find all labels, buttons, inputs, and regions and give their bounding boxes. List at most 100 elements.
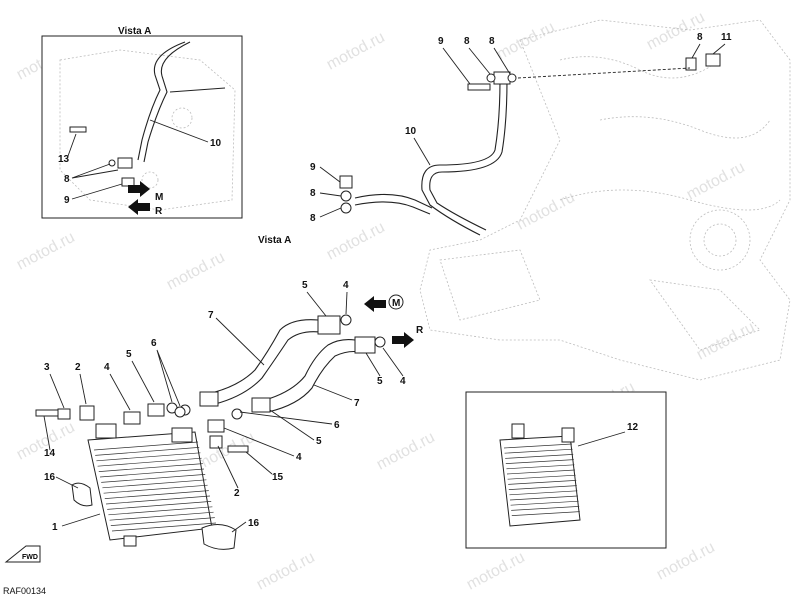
cooler-body [499, 435, 581, 527]
forward-direction-badge: FWD [4, 545, 41, 563]
washer [486, 73, 496, 83]
cooler-fin [105, 495, 211, 505]
oil-hoses: M R 7 7 5 4 5 4 [179, 280, 424, 420]
cooler-fin [511, 506, 580, 511]
flow-arrow-r-icon [392, 332, 414, 348]
hose-fitting [199, 391, 219, 407]
callout-7: 7 [208, 310, 214, 321]
oil-cooler: 3 2 4 5 6 6 5 4 14 15 2 16 16 1 [35, 338, 340, 550]
cooler-fin [109, 511, 214, 521]
washer [685, 57, 697, 71]
rubber-grommet [201, 524, 237, 550]
hose-fitting [317, 315, 341, 335]
flow-indicator-m [388, 294, 404, 310]
fwd-label: FWD [22, 554, 38, 561]
cooler-fin [511, 511, 580, 516]
flow-arrow-r-icon [128, 199, 150, 215]
cooler-fin [506, 464, 575, 470]
callout-4: 4 [400, 376, 406, 387]
drawing-code: RAF00134 [3, 586, 46, 596]
cooler-fin [111, 522, 217, 532]
mount-bracket [171, 427, 193, 443]
cooler-fin [103, 484, 208, 494]
callout-5: 5 [126, 349, 132, 360]
callout-1: 1 [52, 522, 58, 533]
callout-13: 13 [58, 154, 70, 165]
washer [507, 73, 517, 83]
adapter-fitting [207, 419, 225, 433]
engine-outline [419, 19, 791, 381]
watermark: motod.ru [494, 19, 558, 64]
cooler-fin [107, 501, 212, 510]
callout-2: 2 [234, 488, 240, 499]
callout-8: 8 [464, 36, 470, 47]
watermark: motod.ru [694, 319, 758, 364]
mounting-bolt [227, 445, 249, 453]
callout-9: 9 [438, 36, 444, 47]
callout-5: 5 [316, 436, 322, 447]
watermark: motod.ru [684, 159, 748, 204]
watermark: motod.ru [14, 229, 78, 274]
o-ring [231, 408, 243, 420]
washer [108, 159, 116, 167]
rubber-bushing [79, 405, 95, 421]
cooler-fin [509, 490, 578, 496]
cooler-fin [510, 500, 579, 506]
callout-4: 4 [104, 362, 110, 373]
watermark: motod.ru [324, 29, 388, 74]
rubber-bushing [209, 435, 223, 449]
mount-bracket [511, 423, 525, 439]
cooler-fins [503, 443, 580, 516]
banjo-bolt [69, 126, 87, 133]
callout-8: 8 [489, 36, 495, 47]
callout-16: 16 [44, 472, 56, 483]
callout-10: 10 [210, 138, 222, 149]
flow-label-m: M [155, 192, 163, 203]
callout-8: 8 [697, 32, 703, 43]
inset-cooler-view: 12 [465, 391, 667, 549]
watermark: motod.ru [324, 219, 388, 264]
callout-8: 8 [310, 188, 316, 199]
o-ring [174, 406, 186, 418]
callout-10: 10 [405, 126, 417, 137]
callout-8: 8 [64, 174, 70, 185]
callout-2: 2 [75, 362, 81, 373]
callout-14: 14 [44, 448, 56, 459]
cooler-fin [101, 474, 206, 483]
callout-7: 7 [354, 398, 360, 409]
callout-6: 6 [334, 420, 340, 431]
callout-3: 3 [44, 362, 50, 373]
o-ring [340, 314, 352, 326]
cooler-fin [93, 441, 199, 451]
cooler-fin [97, 457, 202, 467]
cooler-fin [98, 463, 203, 472]
cooler-fin [506, 469, 576, 475]
watermark: motod.ru [254, 549, 318, 594]
watermark: motod.ru [164, 249, 228, 294]
mount-bracket [123, 535, 137, 547]
cooler-fin [99, 468, 205, 478]
callout-4: 4 [343, 280, 349, 291]
callout-8: 8 [310, 213, 316, 224]
callout-11: 11 [721, 32, 732, 43]
cooler-fin [508, 480, 577, 485]
flow-arrow-m-icon [364, 296, 386, 312]
cooler-fin [108, 506, 213, 516]
rubber-grommet [71, 482, 93, 507]
fwd-arrow-icon [4, 545, 41, 563]
cooler-fin [503, 443, 573, 449]
o-ring [374, 336, 386, 348]
flow-arrow-m-icon [128, 181, 150, 197]
callout-9: 9 [310, 162, 316, 173]
mounting-bolt [35, 409, 59, 417]
watermark: motod.ru [374, 429, 438, 474]
washer [57, 408, 71, 420]
mount-bracket [561, 427, 575, 443]
cooler-fin [102, 479, 207, 489]
banjo-bolt [339, 175, 353, 189]
callout-6: 6 [151, 338, 157, 349]
adapter-fitting [147, 403, 165, 417]
cooler-fin [505, 454, 574, 459]
cooler-fin [507, 474, 576, 480]
